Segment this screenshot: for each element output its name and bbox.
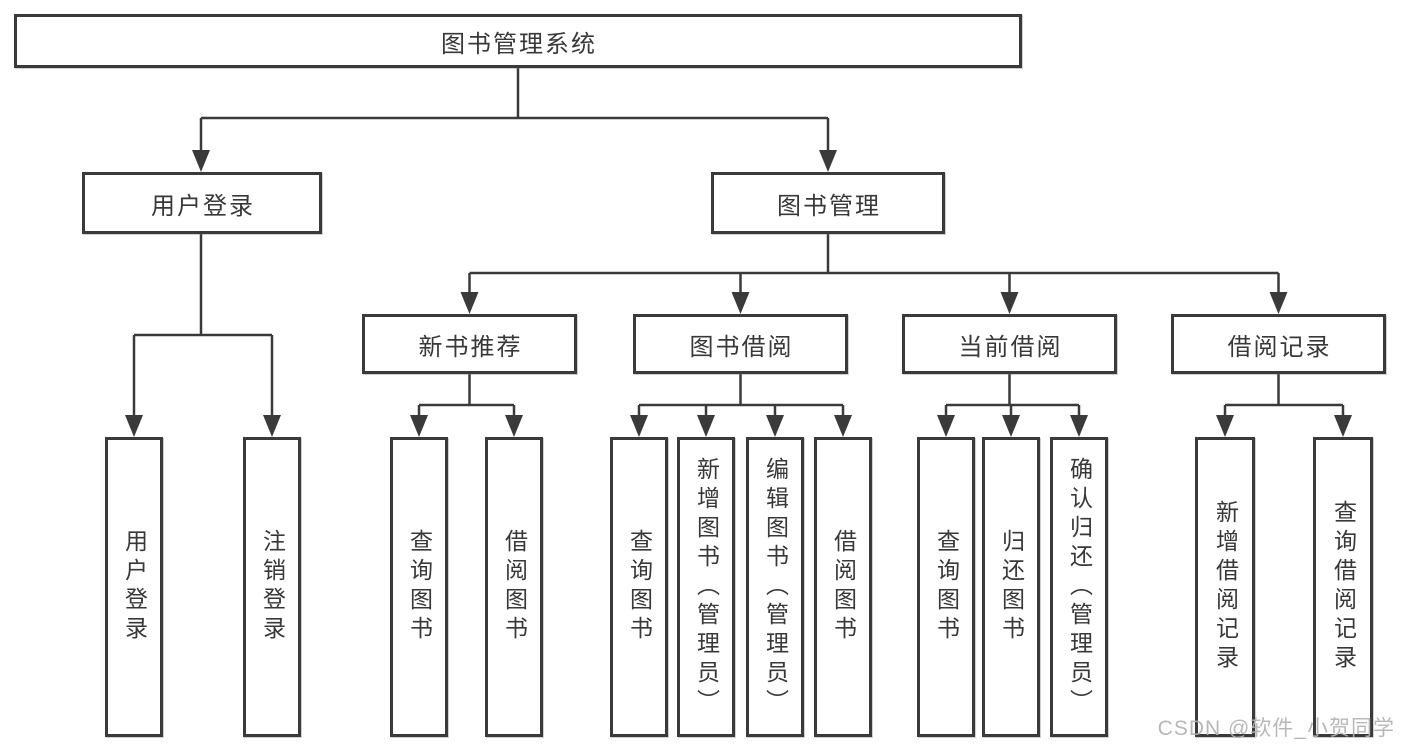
node-root: 图书管理系统	[14, 14, 1022, 68]
node-current-borrow: 当前借阅	[902, 314, 1117, 374]
leaf-return-books: 归还图书	[982, 437, 1040, 737]
leaf-confirm-return-admin: 确认归还（管理员）	[1050, 437, 1108, 737]
leaf-edit-books-admin: 编辑图书（管理员）	[746, 437, 804, 737]
leaf-borrow-books-recommend: 借阅图书	[485, 437, 543, 737]
leaf-add-books-admin: 新增图书（管理员）	[677, 437, 735, 737]
leaf-logout: 注销登录	[243, 437, 301, 737]
leaf-query-books-current: 查询图书	[917, 437, 975, 737]
node-borrow-records: 借阅记录	[1171, 314, 1386, 374]
node-book-borrow: 图书借阅	[633, 314, 848, 374]
leaf-add-borrow-record: 新增借阅记录	[1195, 437, 1255, 737]
node-user-login: 用户登录	[82, 172, 322, 234]
arrowheads	[125, 150, 1352, 437]
leaf-query-books-borrow: 查询图书	[610, 437, 668, 737]
node-book-management: 图书管理	[711, 172, 945, 234]
leaf-borrow-books: 借阅图书	[814, 437, 872, 737]
node-new-book-recommend: 新书推荐	[362, 314, 577, 374]
leaf-query-borrow-record: 查询借阅记录	[1313, 437, 1373, 737]
leaf-user-login: 用户登录	[105, 437, 163, 737]
leaf-query-books-recommend: 查询图书	[390, 437, 448, 737]
csdn-watermark: CSDN @软件_小贺同学	[1157, 717, 1395, 740]
